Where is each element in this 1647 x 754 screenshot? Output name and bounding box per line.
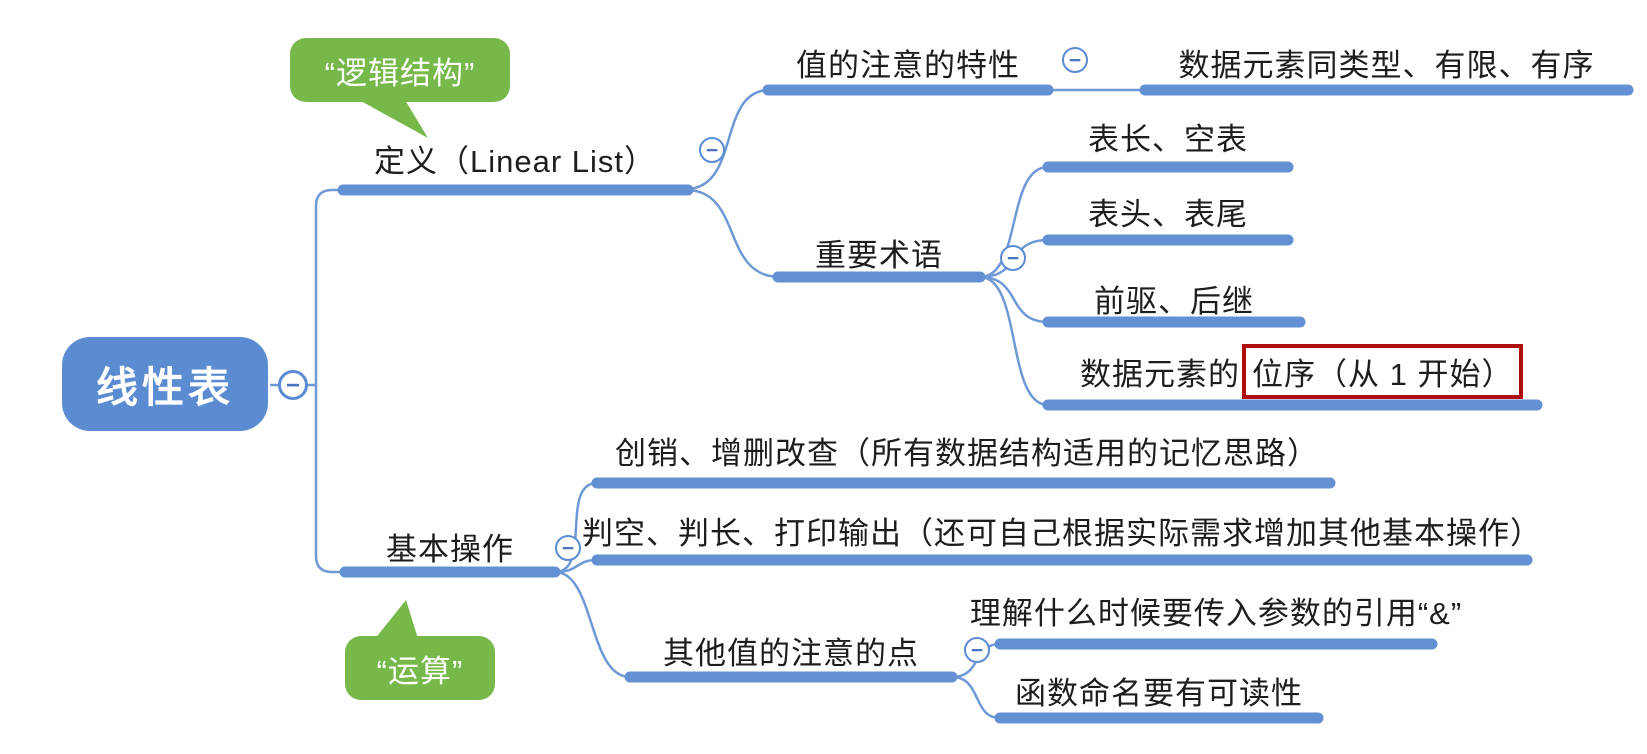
callout-tails (350, 95, 428, 645)
topic-other-notes[interactable]: 其他值的注意的点 (663, 635, 919, 671)
collapse-icon-notable-features[interactable]: − (1062, 47, 1088, 73)
topic-note-naming[interactable]: 函数命名要有可读性 (1015, 675, 1303, 711)
topic-definition[interactable]: 定义（Linear List） (373, 143, 657, 179)
topic-op-crud[interactable]: 创销、增删改查（所有数据结构适用的记忆思路） (615, 435, 1319, 471)
collapse-icon-other-notes[interactable]: − (964, 637, 990, 663)
topic-term-length[interactable]: 表长、空表 (1088, 121, 1248, 157)
topic-term-position[interactable]: 数据元素的位序（从 1 开始） (1080, 343, 1524, 399)
topic-note-reference[interactable]: 理解什么时候要传入参数的引用“&” (969, 595, 1463, 631)
collapse-icon-key-terms[interactable]: − (1000, 245, 1026, 271)
callout-logic-tail (350, 95, 428, 138)
topic-basic-operations[interactable]: 基本操作 (386, 531, 514, 567)
topic-key-terms[interactable]: 重要术语 (815, 237, 943, 273)
callout-operation-tail (370, 600, 420, 645)
topic-term-head-tail[interactable]: 表头、表尾 (1088, 196, 1248, 232)
underline-bars (337, 84, 1634, 724)
root-topic[interactable]: 线性表 (62, 337, 268, 431)
topic-op-check[interactable]: 判空、判长、打印输出（还可自己根据实际需求增加其他基本操作） (582, 515, 1542, 551)
callout-logic-structure[interactable]: “逻辑结构” (290, 38, 510, 102)
topic-notable-features[interactable]: 值的注意的特性 (796, 47, 1020, 83)
callout-operation[interactable]: “运算” (345, 636, 495, 700)
collapse-icon-basic-operations[interactable]: − (555, 535, 581, 561)
collapse-icon-definition[interactable]: − (699, 137, 725, 163)
collapse-icon-root[interactable]: − (278, 370, 308, 400)
topic-term-pred-succ[interactable]: 前驱、后继 (1094, 283, 1254, 319)
position-highlight: 位序（从 1 开始） (1242, 343, 1524, 399)
term-position-prefix: 数据元素的 (1080, 356, 1240, 392)
topic-features-detail[interactable]: 数据元素同类型、有限、有序 (1178, 47, 1595, 83)
